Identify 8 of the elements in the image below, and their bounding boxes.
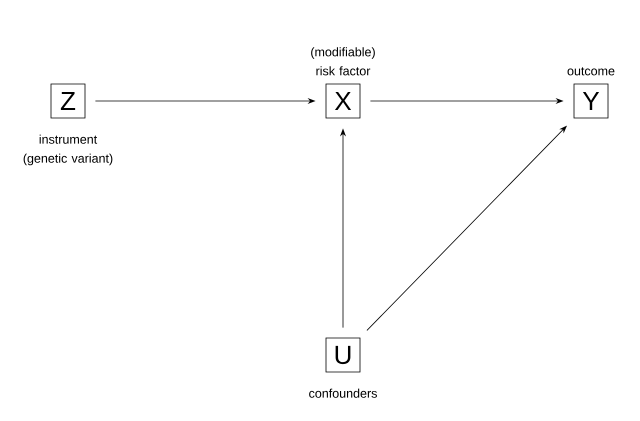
letter-box: Y (574, 84, 608, 118)
node-caption: outcome (568, 67, 614, 76)
letter-box: X (326, 84, 360, 118)
node-caption: instrument (genetic variant) (24, 134, 112, 166)
node-caption: (modifiable) risk factor (311, 47, 375, 76)
node-caption: confounders (309, 388, 377, 398)
letter-box: U (326, 338, 360, 372)
letter-box: Z (50, 84, 86, 118)
